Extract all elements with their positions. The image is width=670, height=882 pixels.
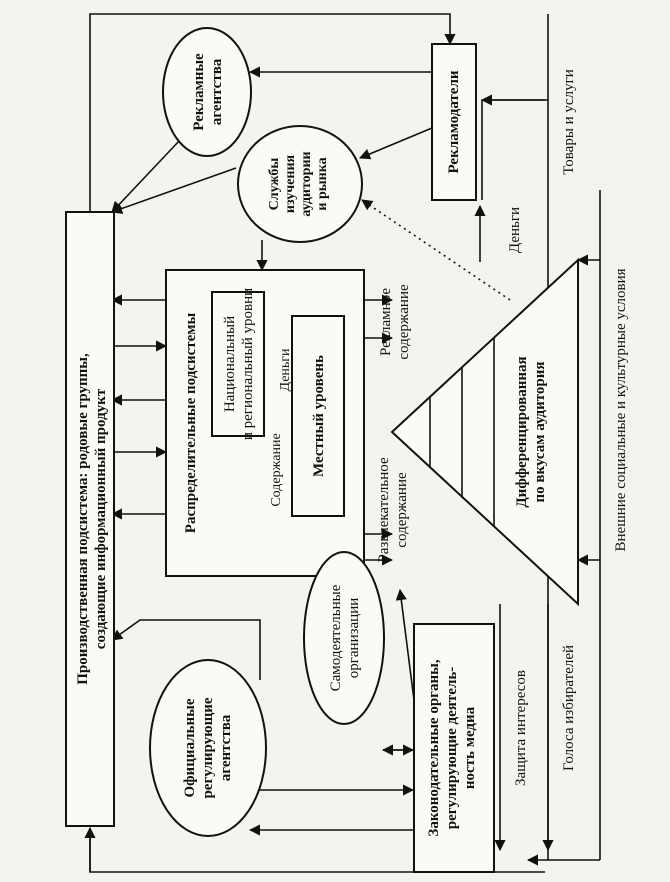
production-label-1: Производственная подсистема: родовые гру… — [75, 353, 91, 685]
distribution-title: Распределительные подсистемы — [183, 313, 199, 534]
self-organizations-label-2: организации — [346, 598, 362, 679]
interest-protection-label: Защита интересов — [513, 670, 529, 786]
money-top-label: Деньги — [507, 207, 523, 253]
production-label-2: создающие информационный продукт — [93, 388, 109, 649]
distribution-subsystems: Распределительные подсистемы Национальны… — [165, 269, 365, 577]
arrow-production-to-advertisers — [89, 13, 456, 212]
advertisers: Рекламодатели — [431, 43, 477, 201]
self-organizations-label-1: Самодеятельные — [328, 584, 344, 691]
research-services-label-4: и рынка — [315, 157, 330, 210]
official-agencies: Официальные регулирующие агентства — [149, 659, 267, 837]
advertising-agencies-label-2: агентства — [209, 58, 225, 125]
arrow-agencies-to-production — [111, 139, 181, 213]
money-inner-label: Деньги — [278, 348, 293, 392]
official-agencies-label-1: Официальные — [182, 698, 198, 797]
self-organizations: Самодеятельные организации — [303, 551, 385, 725]
advertising-agencies: Рекламные агентства — [162, 27, 252, 157]
legislative-label-3: ность медиа — [462, 706, 478, 789]
arrow-legislative-to-distribution — [395, 588, 415, 701]
external-conditions-label: Внешние социальные и культурные условия — [613, 268, 629, 551]
research-services: Службы изучения аудитории и рынка — [237, 125, 363, 243]
self-organizations-ellipse — [303, 551, 385, 725]
line-goods-to-advertisers — [481, 99, 545, 200]
ent-content-label-1: Развлекательное — [376, 457, 392, 563]
ent-content-label-2: содержание — [394, 472, 410, 548]
ad-content-label-1: Рекламное — [378, 288, 394, 356]
advertising-agencies-label-1: Рекламные — [191, 53, 207, 131]
local-level-label: Местный уровень — [311, 355, 327, 477]
audience-triangle — [390, 257, 579, 607]
advertising-agencies-ellipse — [162, 27, 252, 157]
production-subsystem: Производственная подсистема: родовые гру… — [65, 211, 115, 827]
arrow-official-to-production — [111, 619, 261, 680]
national-level-box — [211, 291, 265, 437]
research-services-ellipse — [237, 125, 363, 243]
official-agencies-label-2: регулирующие — [200, 697, 216, 798]
ad-content-label-2: содержание — [396, 284, 412, 360]
legislative-label-2: регулирующие деятель- — [444, 667, 460, 830]
voters-voice-label: Голоса избирателей — [561, 645, 577, 771]
audience-label-1: Дифференцированная — [514, 356, 530, 507]
research-services-label-2: изучения — [283, 154, 298, 213]
local-level-box — [291, 315, 345, 517]
advertisers-label: Рекламодатели — [446, 70, 462, 173]
audience: Дифференцированная по вкусам аудитория — [390, 257, 579, 607]
official-agencies-ellipse — [149, 659, 267, 837]
legislative-label-1: Законодательные органы, — [426, 659, 442, 836]
edge-labels: Товары и услуги Деньги Рекламное содержа… — [376, 69, 629, 786]
legislative-box — [413, 623, 495, 873]
research-services-label-3: аудитории — [299, 151, 314, 216]
national-level-label-1: Национальный — [222, 316, 238, 412]
content-inner-label: Содержание — [269, 433, 284, 506]
legislative-bodies: Законодательные органы, регулирующие дея… — [413, 623, 495, 873]
goods-services-label: Товары и услуги — [561, 69, 577, 175]
production-box — [65, 211, 115, 827]
national-level-label-2: и региональный уровни — [240, 288, 256, 440]
audience-label-2: по вкусам аудитория — [532, 361, 548, 502]
research-services-label-1: Службы — [267, 158, 282, 211]
official-agencies-label-3: агентства — [218, 714, 234, 781]
advertisers-box — [431, 43, 477, 201]
dotted-audience-to-research — [361, 199, 511, 301]
arrow-research-to-production — [110, 167, 237, 214]
arrow-advertisers-to-research — [358, 127, 433, 160]
